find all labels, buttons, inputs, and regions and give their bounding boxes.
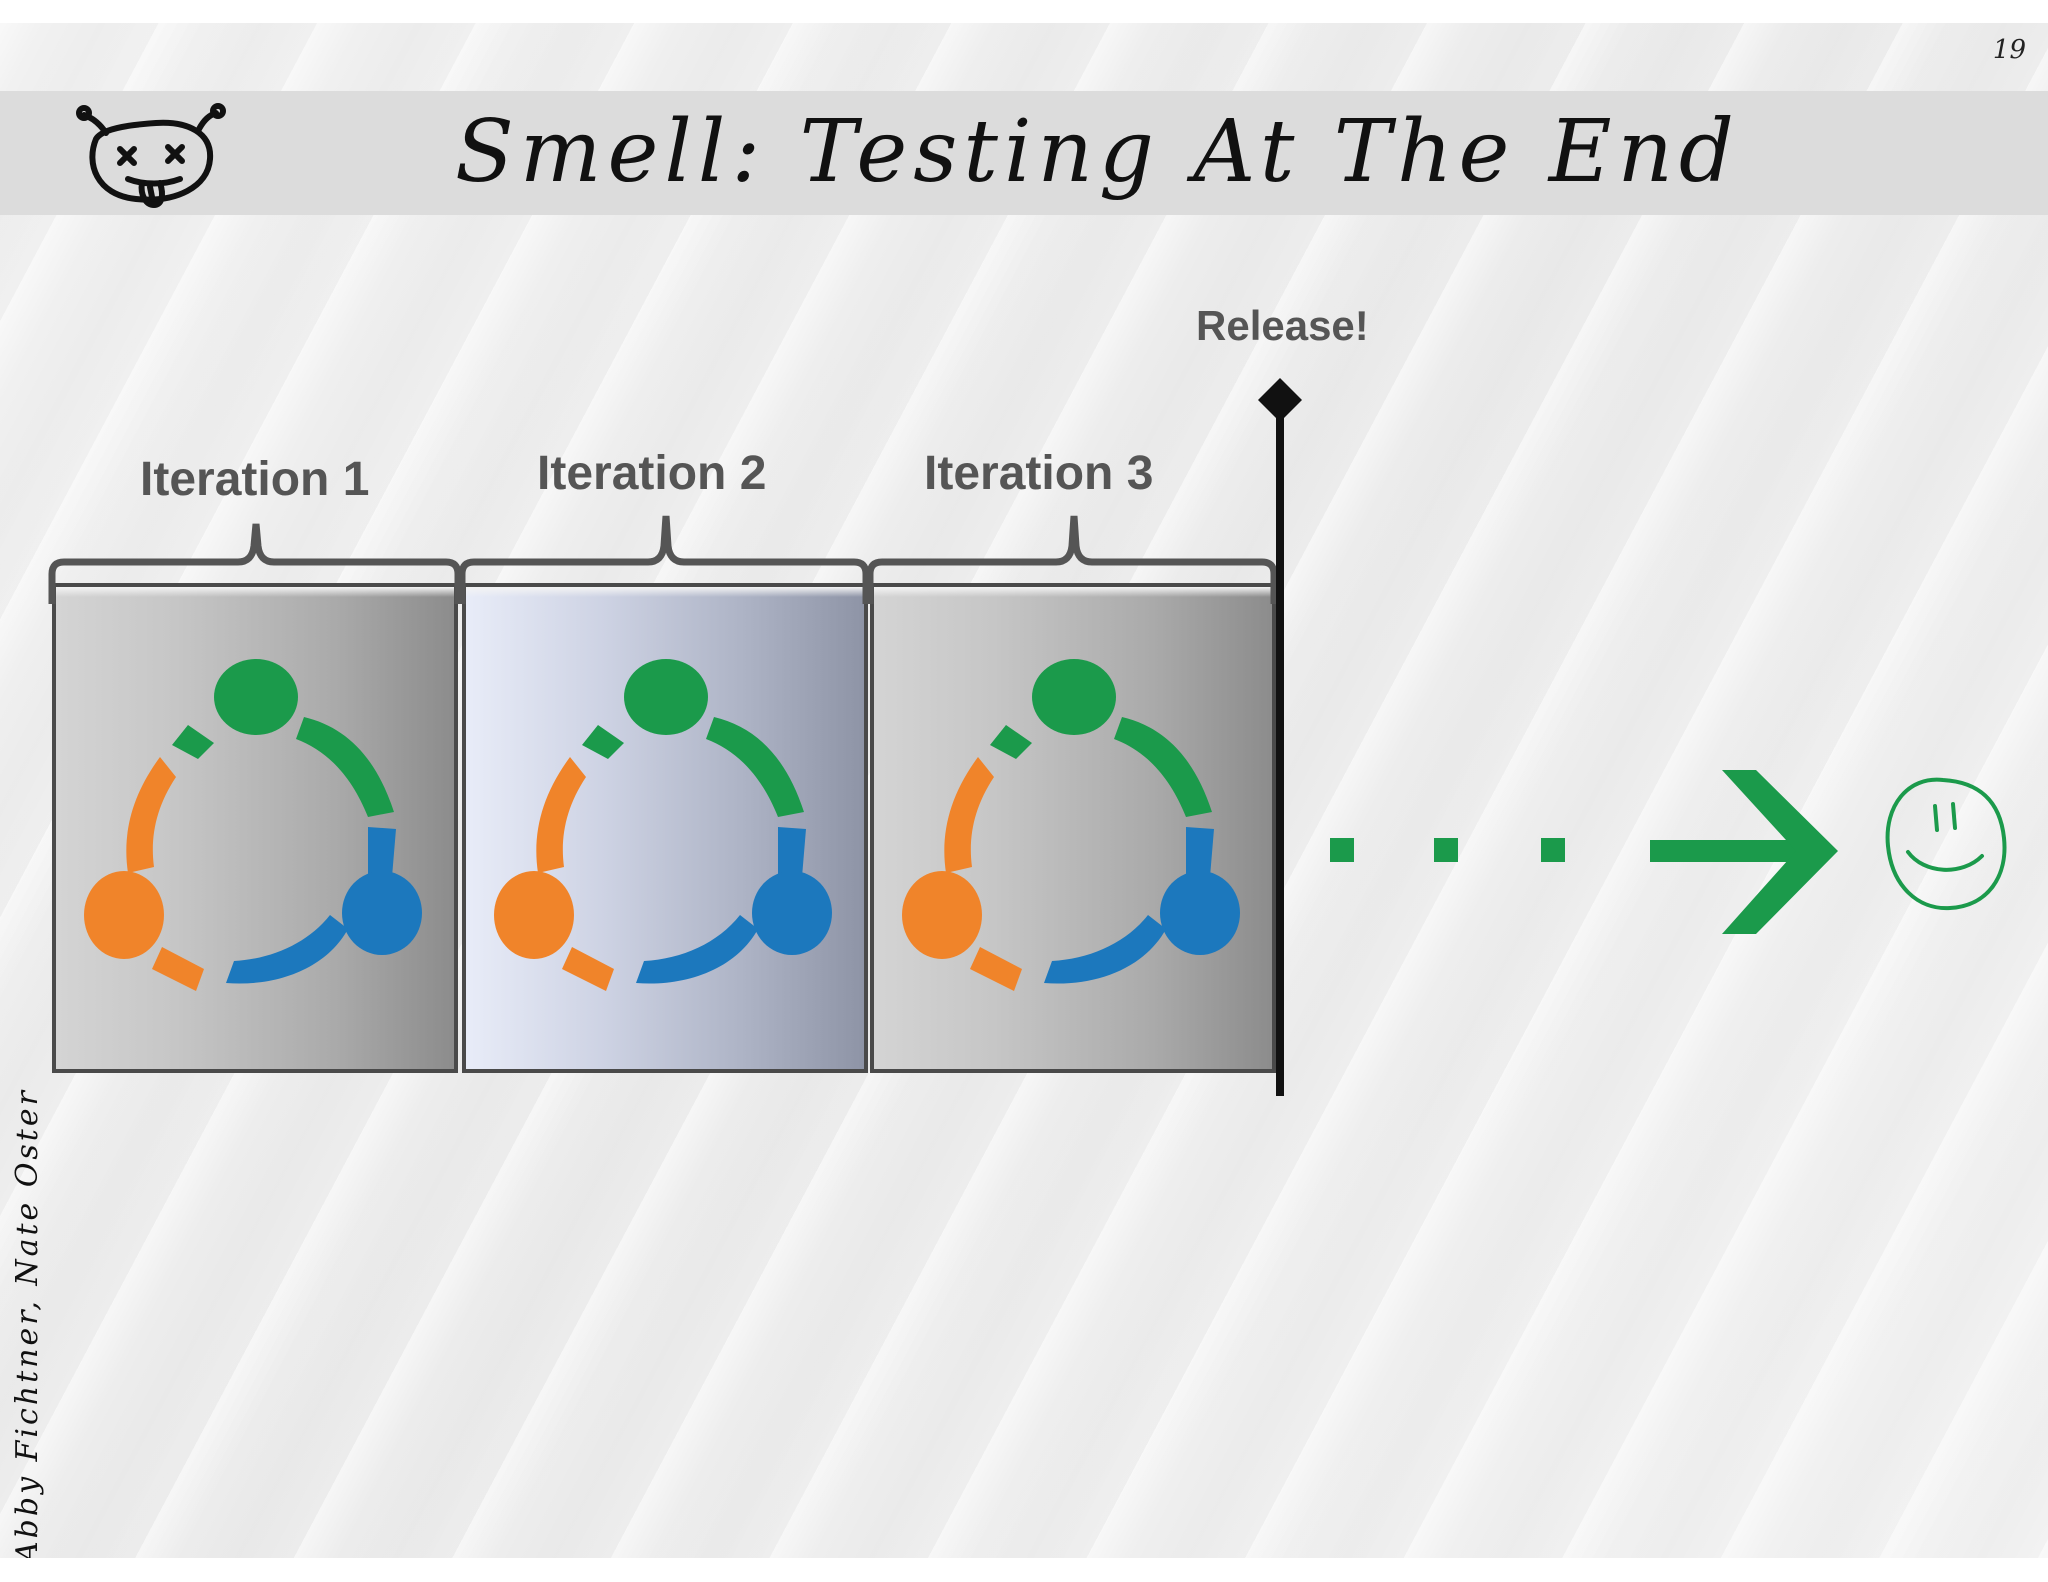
iteration-label-1: Iteration 1 <box>140 453 370 506</box>
cycle-people-icon <box>494 659 832 991</box>
dead-face-icon <box>76 103 226 209</box>
slide-title: Smell: Testing At The End <box>455 102 1740 202</box>
iteration-box-2 <box>462 583 868 1073</box>
iteration-brace-1 <box>48 523 462 604</box>
release-label: Release! <box>1196 302 1369 349</box>
iteration-brace-2 <box>458 515 870 604</box>
smiley-face-icon <box>1885 777 2007 911</box>
dotted-arrow-icon <box>1330 770 1838 934</box>
iteration-brace-3 <box>866 515 1278 604</box>
iteration-box-3 <box>870 583 1276 1073</box>
iteration-label-2: Iteration 2 <box>537 447 767 500</box>
cycle-people-icon <box>902 659 1240 991</box>
iteration-box-1 <box>52 583 458 1073</box>
cycle-people-icon <box>84 659 422 991</box>
release-marker-icon <box>1258 378 1302 422</box>
title-bar: Smell: Testing At The End <box>0 91 2048 215</box>
page-number: 19 <box>1992 35 2026 65</box>
iteration-label-3: Iteration 3 <box>924 447 1154 500</box>
